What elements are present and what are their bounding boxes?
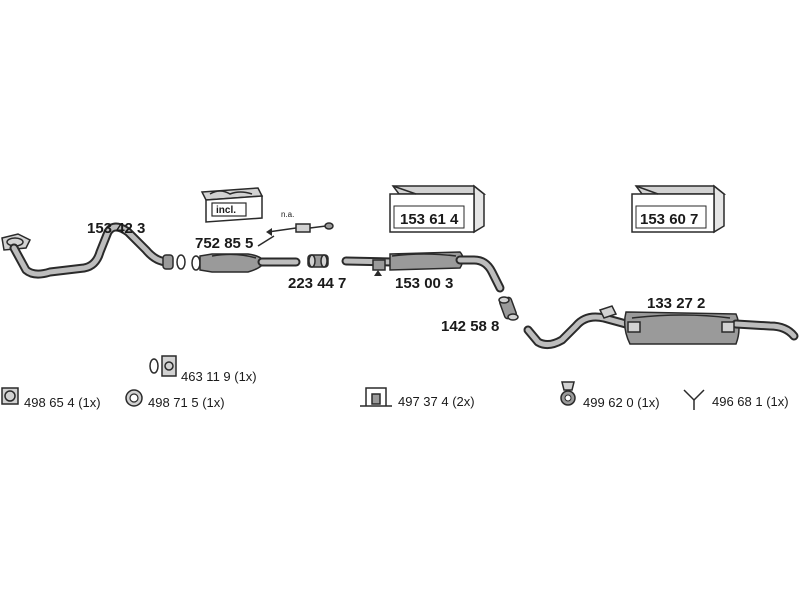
rear-silencer-part[interactable] xyxy=(523,305,799,350)
oxygen-sensor-part: n.a. xyxy=(257,210,334,247)
acc-498654-label: 498 65 4 (1x) xyxy=(24,395,101,410)
front-pipe-part[interactable] xyxy=(1,222,186,279)
middle-silencer-label: 153 00 3 xyxy=(395,275,453,292)
kit-box-middle: 153 61 4 xyxy=(389,184,487,234)
kit-middle-label: 153 61 4 xyxy=(400,211,459,228)
catalytic-converter-label: 752 85 5 xyxy=(195,235,253,252)
acc-498715-label: 498 71 5 (1x) xyxy=(148,395,225,410)
connector-clamp-part[interactable] xyxy=(307,254,329,268)
rubber-hanger-icon xyxy=(560,381,576,406)
connector-clamp-label: 223 44 7 xyxy=(288,275,346,292)
mounting-bracket-icon xyxy=(360,387,392,407)
front-pipe-label: 153 42 3 xyxy=(87,220,145,237)
acc-499620-label: 499 62 0 (1x) xyxy=(583,395,660,410)
incl-note: incl. xyxy=(216,205,236,216)
catalytic-converter-part[interactable] xyxy=(191,253,301,273)
acc-497374-label: 497 37 4 (2x) xyxy=(398,394,475,409)
kit-rear-label: 153 60 7 xyxy=(640,211,698,228)
kit-box-rear: 153 60 7 xyxy=(631,184,727,234)
pipe-connector-part[interactable] xyxy=(498,296,519,321)
na-note: n.a. xyxy=(281,210,294,219)
y-hanger-icon xyxy=(683,389,705,410)
rear-silencer-label: 133 27 2 xyxy=(647,295,705,312)
catalytic-converter-kit-box: incl. xyxy=(200,187,264,223)
sealing-ring-icon xyxy=(125,389,143,407)
gasket-set-icon xyxy=(149,355,177,377)
pipe-connector-label: 142 58 8 xyxy=(441,318,499,335)
middle-silencer-part[interactable] xyxy=(341,251,505,293)
acc-496681-label: 496 68 1 (1x) xyxy=(712,394,789,409)
acc-463119-label: 463 11 9 (1x) xyxy=(181,369,257,384)
flange-gasket-icon xyxy=(1,387,19,405)
